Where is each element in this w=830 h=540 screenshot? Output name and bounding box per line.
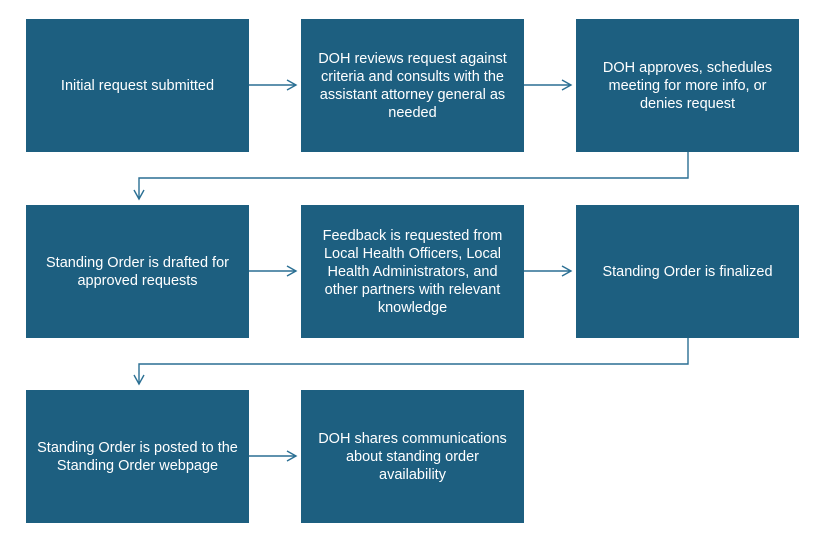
step-label: DOH approves, schedules meeting for more… <box>602 59 773 112</box>
step-doh-decision: DOH approves, schedules meeting for more… <box>576 19 799 152</box>
step-label: DOH shares communications about standing… <box>318 430 507 483</box>
step-doh-review: DOH reviews request against criteria and… <box>301 19 524 152</box>
step-share-communications: DOH shares communications about standing… <box>301 390 524 523</box>
step-label: Standing Order is posted to the Standing… <box>37 439 238 474</box>
step-request-feedback: Feedback is requested from Local Health … <box>301 205 524 338</box>
step-label: Feedback is requested from Local Health … <box>322 227 503 316</box>
step-post-order: Standing Order is posted to the Standing… <box>26 390 249 523</box>
arrow-step3-to-step4 <box>133 152 689 201</box>
step-initial-request: Initial request submitted <box>26 19 249 152</box>
step-draft-standing-order: Standing Order is drafted for approved r… <box>26 205 249 338</box>
step-finalize-order: Standing Order is finalized <box>576 205 799 338</box>
step-label: Standing Order is finalized <box>602 263 773 280</box>
step-label: DOH reviews request against criteria and… <box>318 50 507 121</box>
step-label: Initial request submitted <box>60 77 215 94</box>
step-label: Standing Order is drafted for approved r… <box>46 254 229 289</box>
arrow-step6-to-step7 <box>133 338 689 386</box>
